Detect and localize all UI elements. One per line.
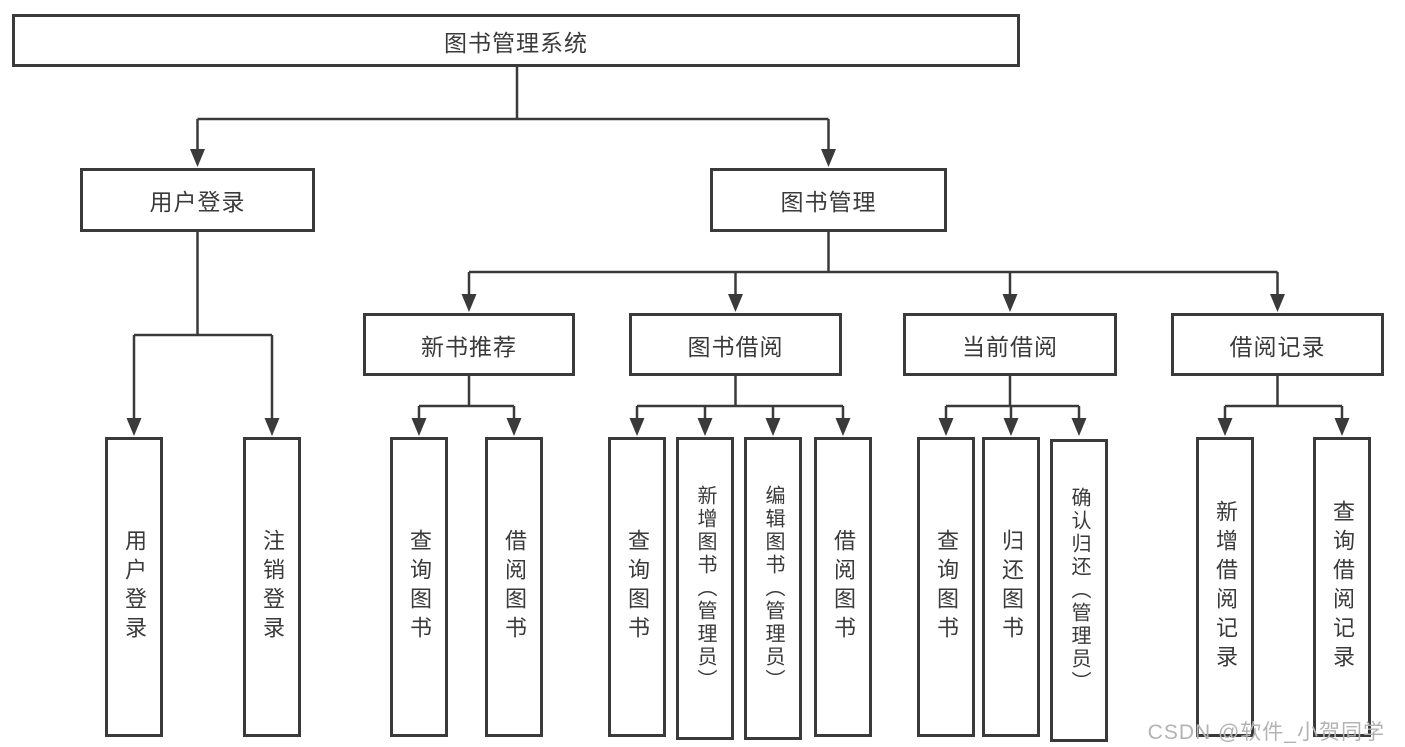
leaf-bb-borrow-books-label: 借阅图书 bbox=[831, 529, 856, 645]
leaf-bb-query-books: 查询图书 bbox=[608, 437, 666, 737]
arrowhead bbox=[821, 149, 836, 167]
arrowhead bbox=[1071, 418, 1087, 436]
leaf-cb-confirm-return-admin-label: 确认归还（管理员） bbox=[1068, 487, 1090, 694]
node-book-borrow-label: 图书借阅 bbox=[687, 333, 784, 360]
leaf-cb-return-books: 归还图书 bbox=[982, 437, 1040, 737]
connector-bookborrow-leaves bbox=[635, 376, 845, 419]
leaf-rec-query-books-label: 查询图书 bbox=[407, 529, 432, 645]
arrowhead bbox=[938, 418, 954, 436]
node-borrow-records: 借阅记录 bbox=[1171, 313, 1384, 376]
arrowhead bbox=[126, 418, 142, 436]
connector-currentborrow-leaves bbox=[944, 376, 1081, 419]
leaf-br-query-record-label: 查询借阅记录 bbox=[1330, 500, 1355, 674]
connector-borrowrecords-leaves bbox=[1223, 376, 1344, 419]
node-new-book-rec-label: 新书推荐 bbox=[421, 333, 517, 360]
node-current-borrow: 当前借阅 bbox=[903, 313, 1117, 376]
leaf-br-add-record: 新增借阅记录 bbox=[1196, 437, 1254, 737]
leaf-cb-query-books: 查询图书 bbox=[917, 437, 975, 737]
node-user-login-label: 用户登录 bbox=[149, 189, 246, 215]
leaf-rec-borrow-books: 借阅图书 bbox=[485, 437, 543, 737]
arrowhead bbox=[765, 418, 781, 436]
arrowhead bbox=[1002, 294, 1018, 312]
arrowhead bbox=[190, 149, 205, 167]
arrowhead bbox=[728, 294, 743, 312]
connector-bookmgmt-l2 bbox=[467, 232, 1279, 295]
arrowhead bbox=[411, 418, 427, 436]
arrowhead bbox=[1003, 418, 1019, 436]
leaf-bb-borrow-books: 借阅图书 bbox=[814, 437, 872, 737]
arrowhead bbox=[506, 418, 522, 436]
arrowhead bbox=[1270, 294, 1285, 312]
connector-root-l1 bbox=[196, 67, 830, 150]
leaf-bb-add-books-admin-label: 新增图书（管理员） bbox=[694, 485, 716, 692]
leaf-bb-add-books-admin: 新增图书（管理员） bbox=[676, 437, 734, 740]
arrowhead bbox=[835, 418, 851, 436]
arrowhead bbox=[1334, 418, 1350, 436]
leaf-cb-query-books-label: 查询图书 bbox=[934, 529, 959, 645]
arrowhead bbox=[461, 294, 477, 312]
arrowhead bbox=[264, 418, 280, 436]
node-book-borrow: 图书借阅 bbox=[629, 313, 842, 376]
leaf-rec-borrow-books-label: 借阅图书 bbox=[502, 529, 527, 645]
node-new-book-rec: 新书推荐 bbox=[363, 313, 575, 376]
node-root-label: 图书管理系统 bbox=[444, 29, 588, 56]
arrowhead bbox=[1217, 418, 1233, 436]
leaf-user-login: 用户登录 bbox=[105, 437, 163, 737]
leaf-bb-edit-books-admin-label: 编辑图书（管理员） bbox=[762, 485, 784, 692]
leaf-bb-query-books-label: 查询图书 bbox=[625, 529, 650, 645]
node-root: 图书管理系统 bbox=[12, 14, 1020, 67]
node-current-borrow-label: 当前借阅 bbox=[962, 333, 1058, 360]
leaf-logout: 注销登录 bbox=[243, 437, 301, 737]
csdn-watermark: CSDN @软件_小贺同学 bbox=[1147, 721, 1385, 744]
node-book-mgmt: 图书管理 bbox=[710, 168, 947, 232]
arrowhead bbox=[697, 418, 713, 436]
node-book-mgmt-label: 图书管理 bbox=[780, 189, 877, 215]
arrowhead bbox=[629, 418, 645, 436]
leaf-br-query-record: 查询借阅记录 bbox=[1313, 437, 1371, 737]
leaf-cb-confirm-return-admin: 确认归还（管理员） bbox=[1050, 439, 1108, 742]
node-user-login: 用户登录 bbox=[80, 168, 315, 232]
leaf-logout-label: 注销登录 bbox=[260, 529, 285, 645]
connector-userlogin-leaves bbox=[132, 232, 274, 419]
leaf-cb-return-books-label: 归还图书 bbox=[999, 529, 1024, 645]
connector-newbookrec-leaves bbox=[417, 376, 516, 419]
leaf-user-login-label: 用户登录 bbox=[122, 529, 147, 645]
leaf-br-add-record-label: 新增借阅记录 bbox=[1213, 500, 1238, 674]
leaf-rec-query-books: 查询图书 bbox=[390, 437, 448, 737]
leaf-bb-edit-books-admin: 编辑图书（管理员） bbox=[744, 437, 802, 740]
node-borrow-records-label: 借阅记录 bbox=[1229, 333, 1326, 360]
